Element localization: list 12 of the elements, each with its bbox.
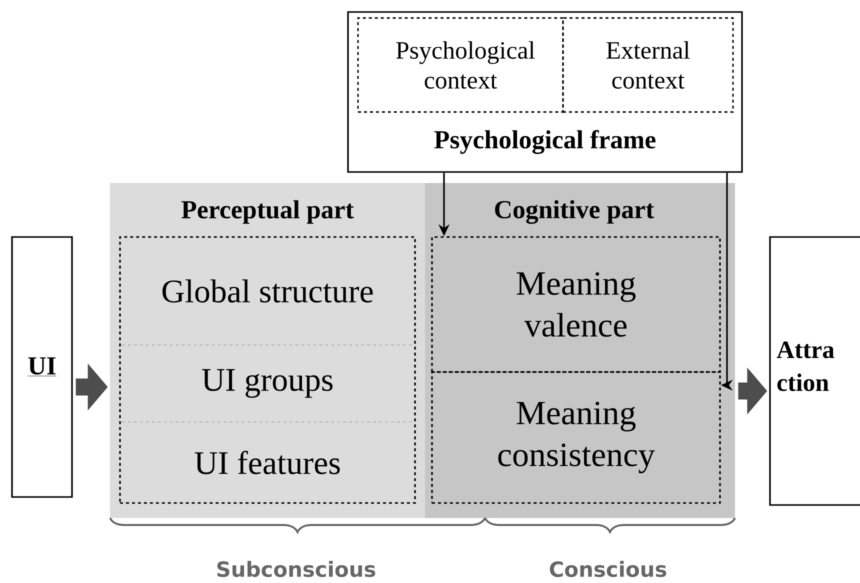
stage-cell: Global structure [162,279,373,303]
brace-label: Subconscious [217,560,376,578]
context-box: Psychological context [357,17,564,113]
stage-cell: UI features [194,450,340,474]
output-box: Attra ction [769,236,860,506]
context-box: External context [562,17,734,113]
input-box: UI [11,236,73,498]
meaning-box: Meaning valence [431,236,721,373]
meaning-box: Meaning consistency [431,371,721,504]
brace-label: Conscious [550,560,666,578]
dashed-box [119,236,416,504]
stage-cell: UI groups [202,369,333,398]
